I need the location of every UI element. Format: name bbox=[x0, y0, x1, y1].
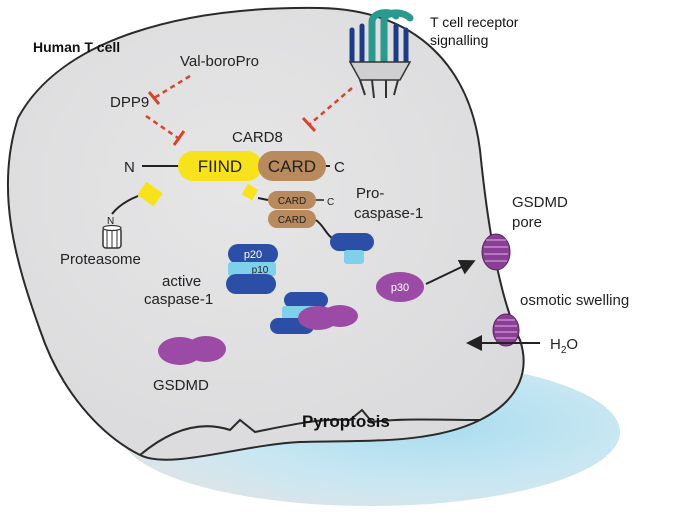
cleaved-fiind-fragment-icon bbox=[111, 181, 163, 215]
fiind-domain bbox=[178, 151, 262, 181]
active-caspase-p10-top bbox=[228, 262, 276, 276]
released-fiind-stub bbox=[241, 183, 259, 201]
card-small-label-1: CARD bbox=[278, 196, 306, 207]
active-caspase-label-line2: caspase-1 bbox=[144, 291, 213, 308]
water-o: O bbox=[566, 336, 578, 353]
active-caspase-label-line1: active bbox=[162, 273, 201, 290]
t-cell-body bbox=[6, 6, 525, 461]
card-label: CARD bbox=[268, 157, 316, 176]
gsdmd-pore-label-line2: pore bbox=[512, 214, 542, 231]
gsdmd-lobe-2 bbox=[186, 336, 226, 362]
card8-label: CARD8 bbox=[232, 129, 283, 146]
inhibition-dpp9-card8 bbox=[145, 114, 186, 146]
card-small-label-2: CARD bbox=[278, 215, 306, 226]
card-fragment-2 bbox=[268, 210, 316, 228]
tcr-label-line2: signalling bbox=[430, 32, 488, 48]
water-label: H2O bbox=[550, 336, 578, 356]
card-fragment-1-tail bbox=[257, 197, 269, 201]
pro-caspase-label-line2: caspase-1 bbox=[354, 205, 423, 222]
gsdmd-bound-lobe-2 bbox=[322, 305, 358, 327]
c-small-label: C bbox=[327, 197, 334, 208]
val-boropro-label: Val-boroPro bbox=[180, 53, 259, 70]
p30-to-pore-arrow bbox=[425, 259, 476, 285]
p30-label: p30 bbox=[391, 282, 409, 294]
water-h: H bbox=[550, 336, 561, 353]
n-terminus-label: N bbox=[124, 159, 135, 176]
pro-caspase-linker bbox=[315, 219, 333, 239]
pyroptosis-label: Pyroptosis bbox=[302, 412, 390, 431]
p10-label: p10 bbox=[252, 265, 269, 276]
proteasome-icon bbox=[102, 224, 122, 249]
gsdmd-label: GSDMD bbox=[153, 377, 209, 394]
fiind-label: FIIND bbox=[198, 157, 242, 176]
gsdmd-pore-lower-icon bbox=[492, 313, 520, 347]
pro-caspase-label-line1: Pro- bbox=[356, 185, 384, 202]
pro-caspase-1-p20 bbox=[330, 233, 374, 251]
cell-title: Human T cell bbox=[33, 39, 120, 55]
pro-caspase-1-p10 bbox=[344, 250, 364, 264]
dpp9-label: DPP9 bbox=[110, 94, 149, 111]
water-subscript: 2 bbox=[561, 345, 567, 356]
osmotic-swelling-label: osmotic swelling bbox=[520, 292, 629, 309]
n-small-label: N bbox=[107, 216, 114, 227]
inhibition-val-boropro-dpp9 bbox=[147, 74, 191, 105]
proteasome-label: Proteasome bbox=[60, 251, 141, 268]
caspase-gsdmd-complex-p20-top bbox=[284, 292, 328, 308]
ruptured-membrane bbox=[139, 408, 481, 456]
inhibition-tcr-card8 bbox=[301, 87, 353, 133]
gsdmd-pore-label-line1: GSDMD bbox=[512, 194, 568, 211]
active-caspase-p20-top bbox=[228, 244, 278, 264]
tcr-label-line1: T cell receptor bbox=[430, 14, 519, 30]
p20-label: p20 bbox=[244, 249, 262, 261]
p30-fragment bbox=[376, 272, 424, 302]
card-fragment-1 bbox=[268, 191, 316, 209]
active-caspase-p20-bottom bbox=[226, 274, 276, 294]
card-domain bbox=[258, 151, 326, 181]
c-terminus-label: C bbox=[334, 159, 345, 176]
t-cell-receptor-icon bbox=[348, 9, 414, 99]
gsdmd-pore-icon bbox=[481, 233, 511, 271]
